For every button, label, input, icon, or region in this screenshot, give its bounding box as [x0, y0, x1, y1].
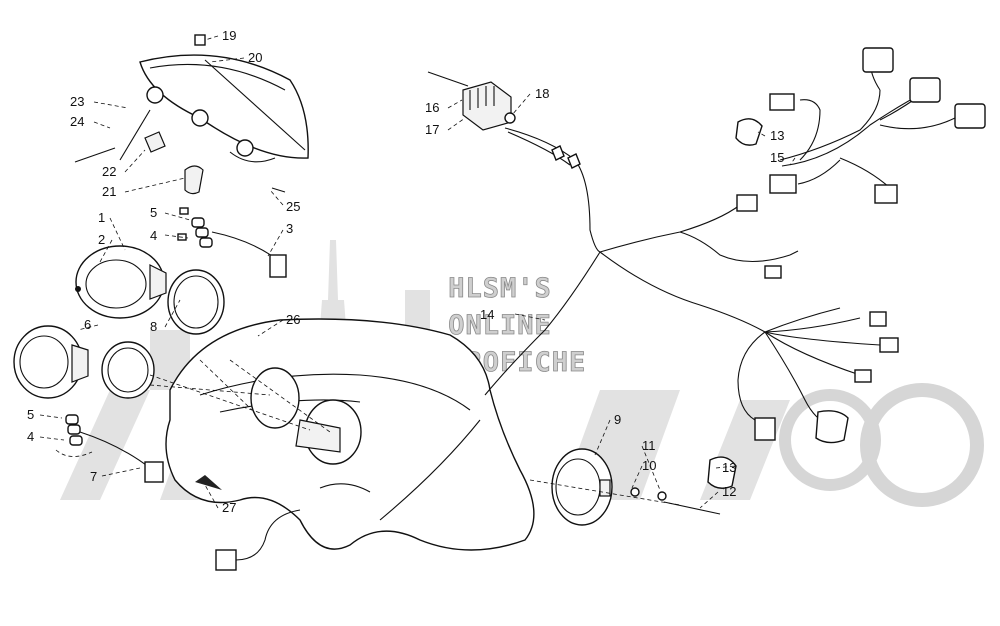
- callout-23: 23: [70, 94, 84, 109]
- callout-9: 9: [614, 412, 621, 427]
- callout-14: 14: [480, 307, 494, 322]
- callout-21: 21: [102, 184, 116, 199]
- callout-20: 20: [248, 50, 262, 65]
- bulb-sockets-upper: [177, 207, 287, 278]
- gauge-bezel-9: [551, 448, 613, 526]
- callout-17: 17: [425, 122, 439, 137]
- callout-7: 7: [90, 469, 97, 484]
- dashboard-panel: [165, 318, 535, 551]
- callout-13-lower: 13: [722, 460, 736, 475]
- leader-lines: [39, 35, 796, 509]
- bulb-sockets-lower: [55, 414, 164, 483]
- tachometer: [13, 325, 89, 399]
- callout-12: 12: [722, 484, 736, 499]
- upper-harness: [769, 47, 986, 204]
- bushing-22: [144, 131, 166, 153]
- callout-25: 25: [286, 199, 300, 214]
- callout-19: 19: [222, 28, 236, 43]
- callout-4-upper: 4: [150, 228, 157, 243]
- harness-27: [235, 509, 301, 561]
- callout-3: 3: [286, 221, 293, 236]
- bulb-21: [184, 165, 204, 195]
- seal-ring-8-upper: [167, 269, 225, 335]
- callout-24: 24: [70, 114, 84, 129]
- callout-4-lower: 4: [27, 429, 34, 444]
- clamp-13-upper: [735, 118, 763, 146]
- clamp-13-lower: [707, 456, 737, 489]
- callout-16: 16: [425, 100, 439, 115]
- connector-7: [144, 461, 164, 483]
- callout-13-upper: 13: [770, 128, 784, 143]
- speedometer: [75, 245, 167, 319]
- main-wire-harness: [484, 127, 899, 444]
- callout-26: 26: [286, 312, 300, 327]
- callout-27: 27: [222, 500, 236, 515]
- callout-8: 8: [150, 319, 157, 334]
- bolt-12: [663, 501, 721, 515]
- callout-15: 15: [770, 150, 784, 165]
- spring-23: [119, 109, 151, 161]
- connector-3: [269, 254, 287, 278]
- nut-11: [657, 491, 667, 501]
- callout-10: 10: [642, 458, 656, 473]
- seal-ring-8-lower: [101, 341, 155, 399]
- callout-5-lower: 5: [27, 407, 34, 422]
- connector-27: [215, 549, 237, 571]
- washer-10: [630, 487, 640, 497]
- watermark-line-1: HLSM'S: [448, 273, 552, 304]
- watermark-line-2: ONLINE: [448, 310, 552, 341]
- headlight-housing: [139, 54, 309, 163]
- callout-22: 22: [102, 164, 116, 179]
- callout-18: 18: [535, 86, 549, 101]
- callout-1: 1: [98, 210, 105, 225]
- callout-11: 11: [642, 438, 656, 453]
- callout-2: 2: [98, 232, 105, 247]
- voltage-regulator: [427, 71, 516, 131]
- clip-19: [194, 34, 206, 46]
- callout-6: 6: [84, 317, 91, 332]
- callout-numbers: 19 20 23 24 22 21 25 1 2 5 4 3 6 8 26 5 …: [27, 28, 784, 515]
- callout-5-upper: 5: [150, 205, 157, 220]
- screw-24: [74, 147, 116, 163]
- pin-25: [271, 187, 286, 193]
